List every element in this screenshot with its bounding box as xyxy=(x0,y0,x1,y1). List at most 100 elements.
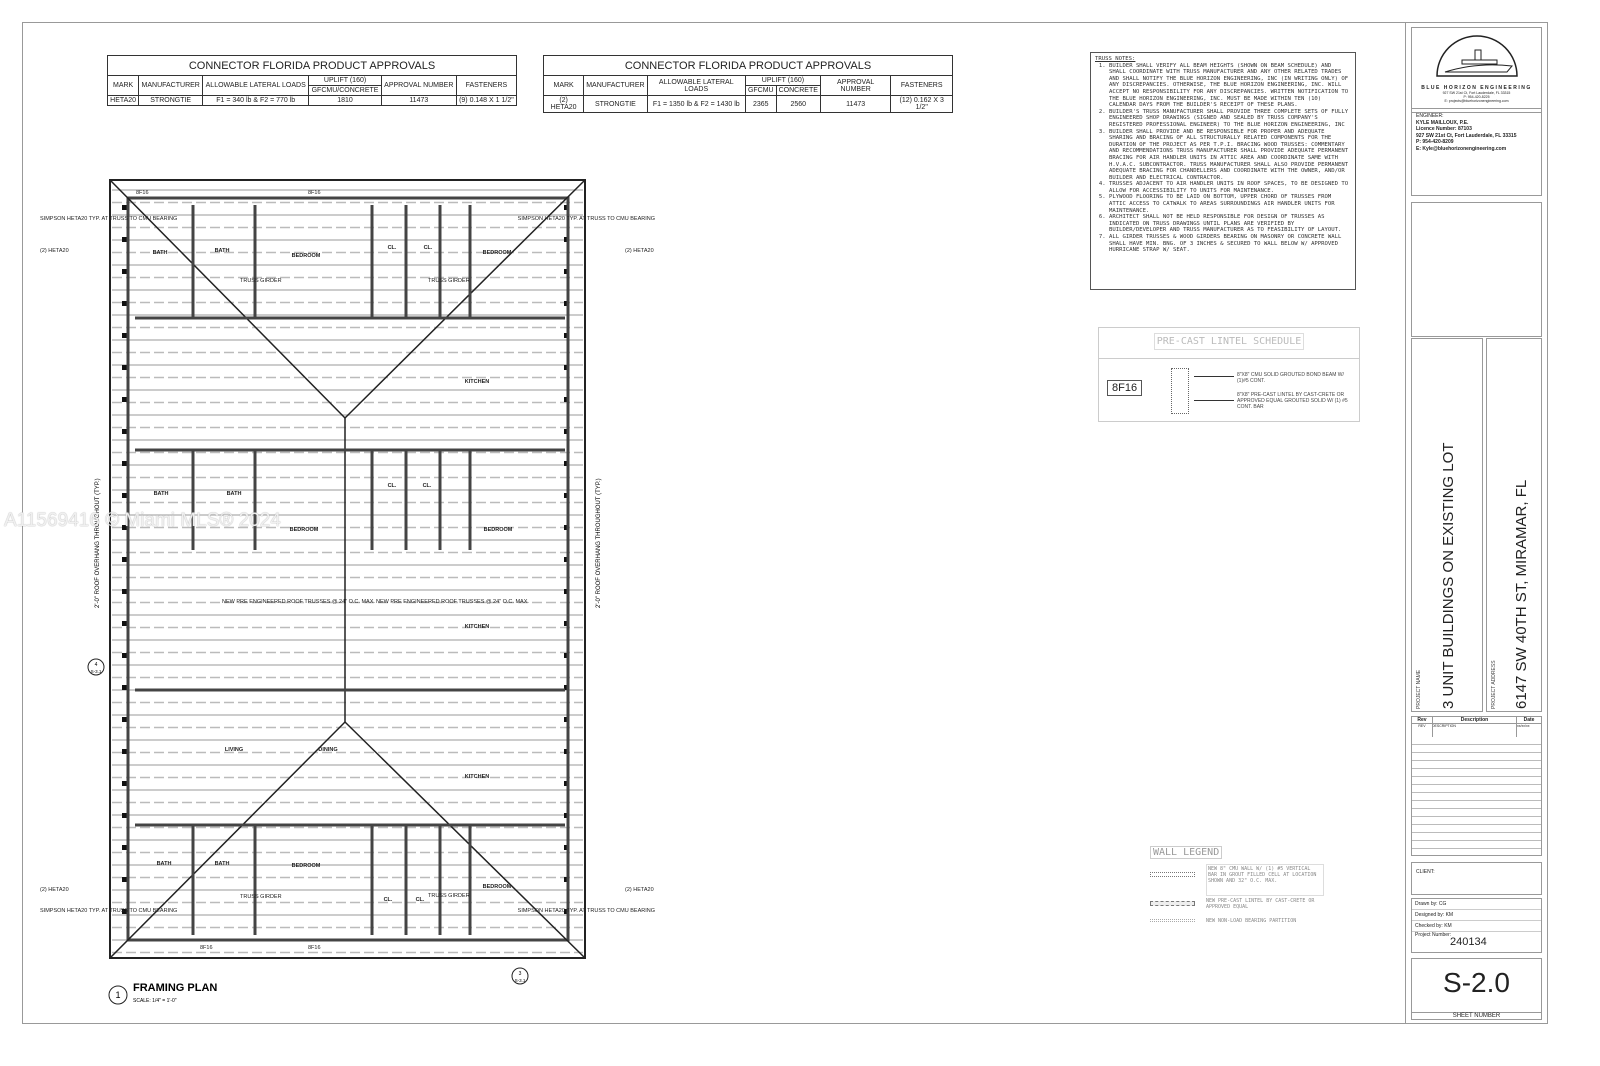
truss-note: BUILDER'S TRUSS MANUFACTURER SHALL PROVI… xyxy=(1109,109,1351,129)
cell: 2365 xyxy=(744,95,777,113)
truss-notes: TRUSS NOTES: BUILDER SHALL VERIFY ALL BE… xyxy=(1090,52,1356,290)
wall-legend: WALL LEGEND NEW 8" CMU WALL W/ (1) #5 VE… xyxy=(1150,846,1330,926)
room-label: BATH xyxy=(215,248,230,254)
room-label: LIVING xyxy=(225,747,243,753)
interior-walls xyxy=(135,205,565,935)
room-label: BEDROOM xyxy=(483,250,512,256)
drawing-info-box: Drawn by: CG Designed by: KM Checked by:… xyxy=(1411,898,1542,953)
room-label: BEDROOM xyxy=(484,527,513,533)
truss-note: ALL GIRDER TRUSSES & WOOD GIRDERS BEARIN… xyxy=(1109,234,1351,254)
cell: HETA20 xyxy=(106,95,140,106)
vertical-bar-marker xyxy=(122,269,127,274)
svg-text:S-3.1: S-3.1 xyxy=(515,978,526,983)
plan-number-bubble xyxy=(108,985,128,1005)
vertical-bar-marker xyxy=(122,557,127,562)
cell: 11473 xyxy=(819,95,892,113)
hip-lines xyxy=(109,179,586,959)
vertical-bar-marker xyxy=(122,301,127,306)
section-tag-4[interactable]: 4S-3.1 xyxy=(87,658,105,676)
section-tag-3[interactable]: 3S-3.1 xyxy=(511,967,529,985)
cell: F1 = 1350 lb & F2 = 1430 lb xyxy=(646,95,746,113)
truss-girder-label: TRUSS GIRDER xyxy=(240,894,282,900)
company-address: 927 SW 21st Ct, Fort Lauderdale, FL 3331… xyxy=(1442,91,1511,95)
vertical-bar-marker xyxy=(122,813,127,818)
room-label: KITCHEN xyxy=(465,379,489,385)
new-trusses-note: NEW PRE ENGINEERED ROOF TRUSSES @ 24" O.… xyxy=(222,599,375,605)
vertical-bar-marker xyxy=(122,333,127,338)
project-address: 6147 SW 40TH ST, MIRAMAR, FL xyxy=(1513,479,1530,709)
truss-notes-list: BUILDER SHALL VERIFY ALL BEAM HEIGHTS (S… xyxy=(1095,63,1351,254)
room-label: CL. xyxy=(388,245,397,251)
lintel-schedule: PRE-CAST LINTEL SCHEDULE 8F16 8"X8" CMU … xyxy=(1098,327,1360,422)
room-label: BATH xyxy=(153,250,168,256)
col-header: FASTENERS xyxy=(890,75,953,96)
vertical-bar-marker xyxy=(122,493,127,498)
room-label: KITCHEN xyxy=(465,624,489,630)
plan-title: FRAMING PLAN xyxy=(133,982,217,994)
room-label: CL. xyxy=(416,897,425,903)
svg-text:3: 3 xyxy=(519,971,522,977)
cell: (12) 0.162 X 3 1/2" xyxy=(890,95,953,113)
lintel-mark: 8F16 xyxy=(1107,380,1143,396)
wall-legend-title: WALL LEGEND xyxy=(1150,846,1223,859)
company-phone: P: 954-420-8225 xyxy=(1463,95,1490,99)
wall-legend-item: NEW 8" CMU WALL W/ (1) #5 VERTICAL BAR I… xyxy=(1206,864,1324,896)
company-name: BLUE HORIZON ENGINEERING xyxy=(1421,85,1532,91)
room-label: KITCHEN xyxy=(465,774,489,780)
blank-stamp-box xyxy=(1411,202,1542,337)
truss-note: BUILDER SHALL PROVIDE AND BE RESPONSIBLE… xyxy=(1109,129,1351,182)
wall-legend-item: NEW NON-LOAD BEARING PARTITION xyxy=(1206,918,1297,924)
mls-watermark: A11569416 © Miami MLS® 2024 xyxy=(4,510,281,531)
col-header: CONCRETE xyxy=(775,85,821,96)
simpson-note-left: SIMPSON HETA20 TYP. AT TRUSS TO CMU BEAR… xyxy=(40,908,177,914)
room-label: BATH xyxy=(154,491,169,497)
vertical-bar-marker xyxy=(122,205,127,210)
cell: 2560 xyxy=(775,95,821,113)
company-email: E: projects@bluehorizonengineering.com xyxy=(1444,99,1509,103)
vertical-bar-marker xyxy=(122,685,127,690)
room-label: BEDROOM xyxy=(292,253,321,259)
col-header: MARK xyxy=(542,75,585,96)
drawing-sheet-border xyxy=(22,22,1548,1024)
room-label: CL. xyxy=(388,483,397,489)
vertical-bar-marker xyxy=(122,525,127,530)
vertical-bar-marker xyxy=(122,749,127,754)
vertical-bar-marker xyxy=(122,237,127,242)
cell: (2) HETA20 xyxy=(542,95,585,113)
truss-note: TRUSSES ADJACENT TO AIR HANDLER UNITS IN… xyxy=(1109,181,1351,194)
framing-plan-title-group: 1 FRAMING PLAN SCALE: 1/4" = 1'-0" xyxy=(108,982,217,1005)
truss-note: PLYWOOD FLOORING TO BE LAID ON BOTTOM, U… xyxy=(1109,194,1351,214)
exterior-wall xyxy=(126,196,570,942)
project-name-box: PROJECT NAME 3 UNIT BUILDINGS ON EXISTIN… xyxy=(1411,338,1483,712)
room-label: CL. xyxy=(423,483,432,489)
connector-approvals-table-1: CONNECTOR FLORIDA PRODUCT APPROVALS MARK… xyxy=(106,55,518,106)
svg-text:4: 4 xyxy=(95,662,98,668)
lintel-tag: 8F16 xyxy=(136,190,149,196)
room-label: BATH xyxy=(215,861,230,867)
lintel-note-1: 8"X8" CMU SOLID GROUTED BOND BEAM W/ (1)… xyxy=(1237,372,1344,384)
connector-approvals-table-2: CONNECTOR FLORIDA PRODUCT APPROVALS MARK… xyxy=(542,55,953,113)
sheet-number-box: S-2.0 SHEET NUMBER xyxy=(1411,958,1542,1020)
col-header: APPROVAL NUMBER xyxy=(819,75,892,96)
overhang-note-left: 2'-0" ROOF OVERHANG THROUGHOUT (TYP.) xyxy=(95,478,101,608)
company-logo-box: BLUE HORIZON ENGINEERING 927 SW 21st Ct,… xyxy=(1411,27,1542,113)
truss-girder-label: TRUSS GIRDER xyxy=(428,893,470,899)
vertical-bar-marker xyxy=(122,877,127,882)
plan-number: 1 xyxy=(115,990,120,1000)
vertical-bar-marker xyxy=(122,589,127,594)
lintel-tag: 8F16 xyxy=(200,945,213,951)
project-address-box: PROJECT ADDRESS 6147 SW 40TH ST, MIRAMAR… xyxy=(1486,338,1542,712)
truss-note: BUILDER SHALL VERIFY ALL BEAM HEIGHTS (S… xyxy=(1109,63,1351,109)
plan-scale: SCALE: 1/4" = 1'-0" xyxy=(133,998,177,1004)
room-label: BEDROOM xyxy=(292,863,321,869)
project-name: 3 UNIT BUILDINGS ON EXISTING LOT xyxy=(1440,442,1457,709)
new-trusses-note: NEW PRE ENGINEERED ROOF TRUSSES @ 24" O.… xyxy=(376,599,529,605)
client-box: CLIENT: xyxy=(1411,862,1542,895)
vertical-bar-marker xyxy=(122,909,127,914)
truss-girder-label: TRUSS GIRDER xyxy=(428,278,470,284)
truss-note: ARCHITECT SHALL NOT BE HELD RESPONSIBLE … xyxy=(1109,214,1351,234)
truss-notes-title: TRUSS NOTES: xyxy=(1095,56,1136,62)
cell: STRONGTIE xyxy=(583,95,648,113)
wall-legend-item: NEW PRE-CAST LINTEL BY CAST-CRETE OR APP… xyxy=(1206,898,1315,910)
